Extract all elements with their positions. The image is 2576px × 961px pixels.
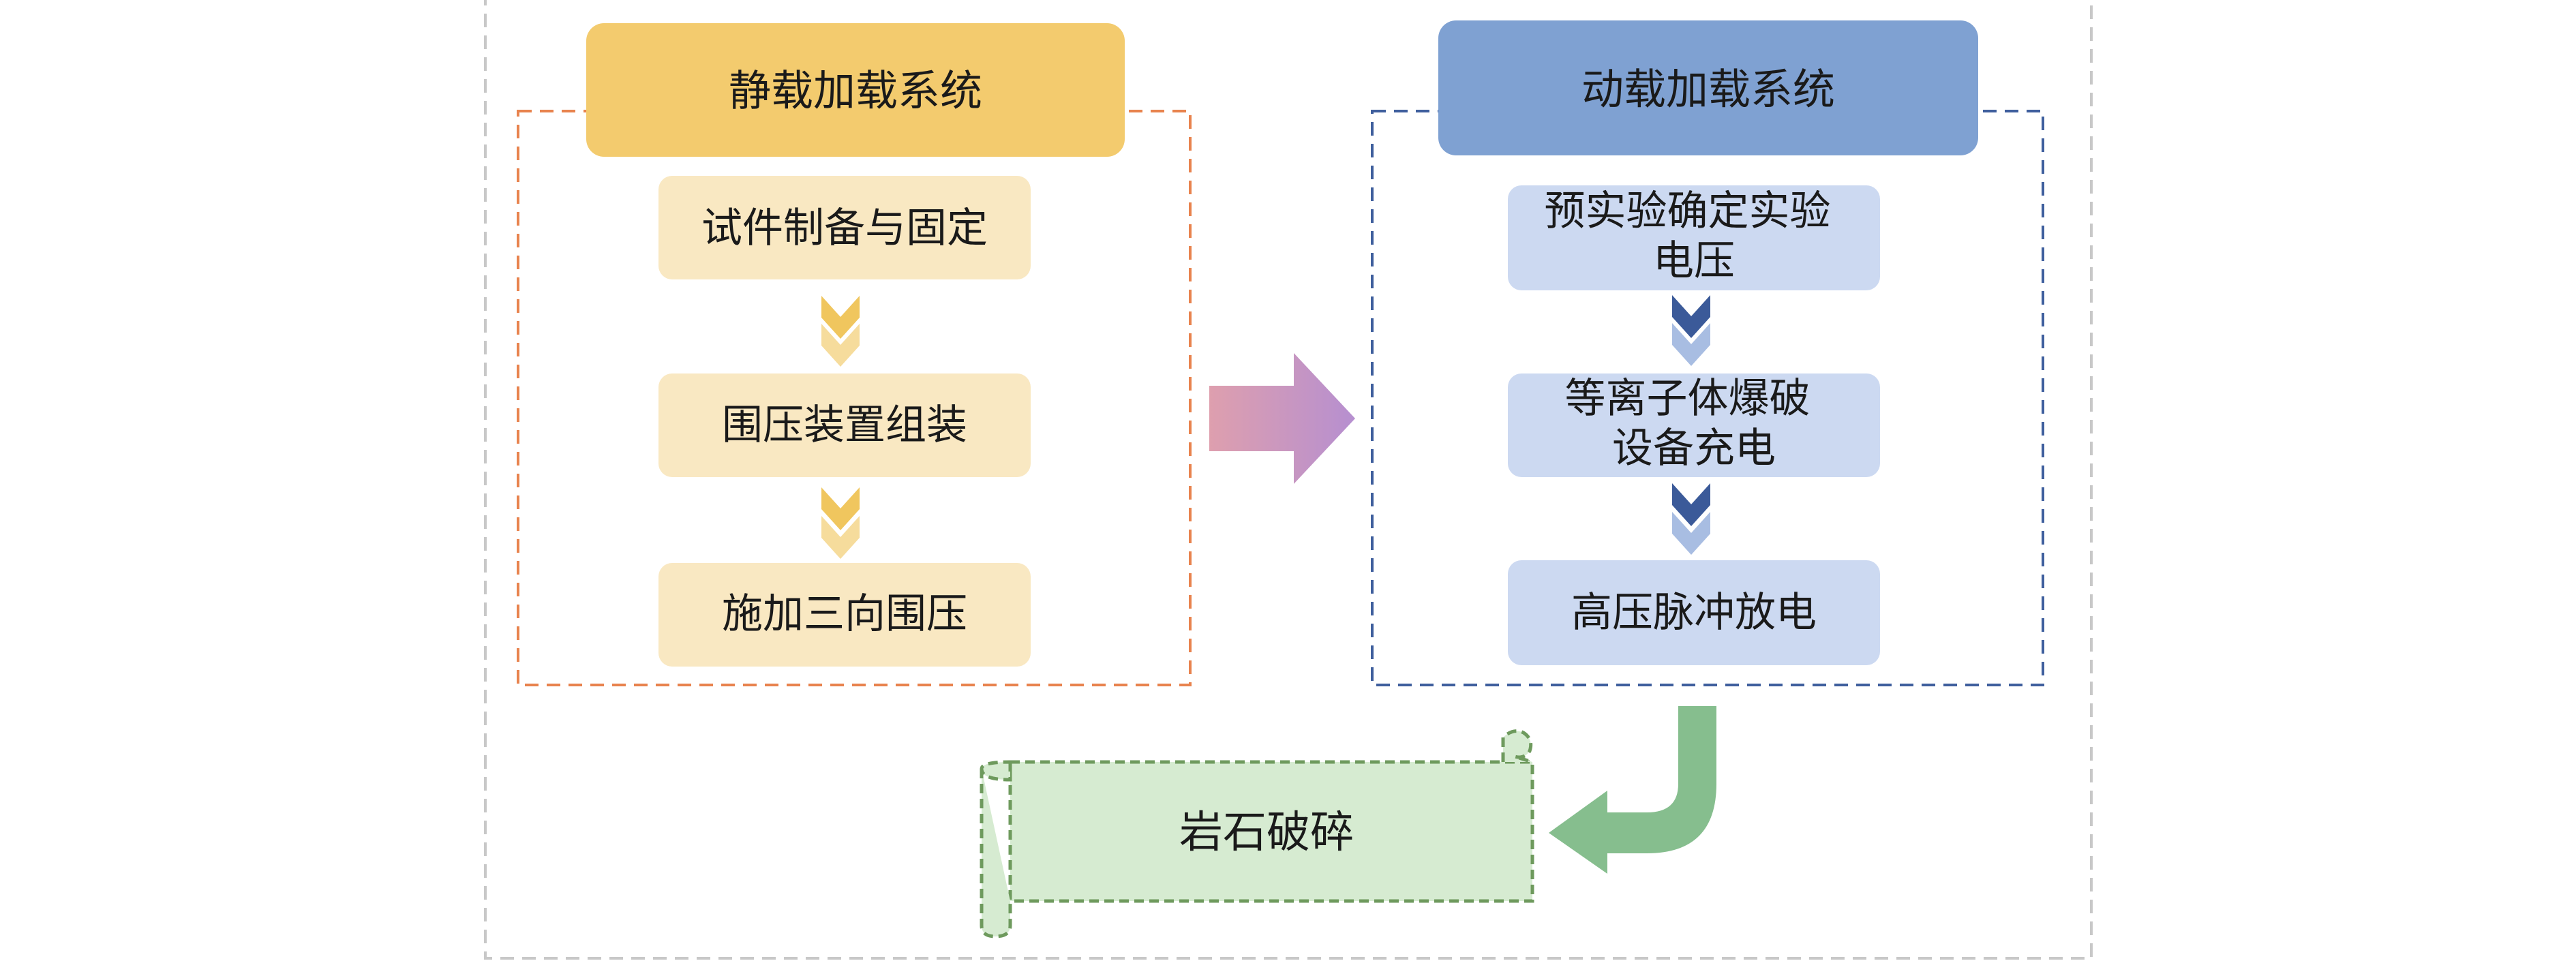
static-step-2-label: 围压装置组装 [722, 401, 967, 449]
static-chevron-1-icon [821, 296, 860, 367]
outer-frame [484, 0, 2093, 960]
dynamic-system-header [1438, 20, 1978, 155]
result-label: 岩石破碎 [1179, 808, 1354, 858]
static-step-2-box [658, 373, 1031, 477]
result-scroll-right-roll [1501, 729, 1533, 764]
dynamic-step-2-line-2: 设备充电 [1612, 425, 1776, 472]
dynamic-step-1-line-1: 预实验确定实验 [1544, 187, 1830, 235]
static-step-1-label: 试件制备与固定 [701, 204, 988, 252]
static-system-header [586, 23, 1125, 157]
transfer-arrow-icon [1209, 353, 1355, 484]
dynamic-chevron-2-icon [1672, 483, 1710, 555]
result-scroll-body [1008, 760, 1534, 903]
dynamic-step-2-line-1: 等离子体爆破 [1564, 375, 1810, 423]
static-step-1-box [658, 176, 1031, 279]
result-arrow-icon [1549, 706, 1716, 874]
dynamic-chevron-1-icon [1672, 295, 1710, 366]
dynamic-system-title: 动载加载系统 [1581, 65, 1835, 115]
result-scroll-left-roll [980, 760, 1012, 939]
result-scroll: 岩石破碎 [980, 729, 1534, 939]
dynamic-step-1-line-2: 电压 [1653, 237, 1735, 285]
dynamic-step-2-box [1508, 373, 1880, 477]
static-step-3-box [658, 563, 1031, 667]
static-step-3-label: 施加三向围压 [722, 590, 967, 638]
dynamic-step-2-label: 等离子体爆破 设备充电 [1564, 375, 1823, 472]
dynamic-step-3-label: 高压脉冲放电 [1571, 589, 1817, 637]
dynamic-step-1-box [1508, 185, 1880, 290]
static-chevron-2-icon [821, 487, 860, 559]
dynamic-step-3-box [1508, 560, 1880, 665]
static-system-title: 静载加载系统 [729, 66, 982, 116]
dynamic-step-1-label: 预实验确定实验 电压 [1544, 187, 1843, 285]
